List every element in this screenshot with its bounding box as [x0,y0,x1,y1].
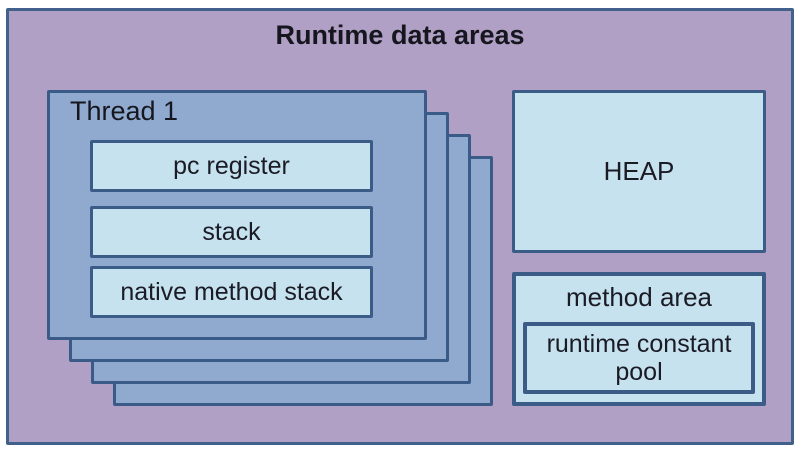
diagram-title: Runtime data areas [275,20,525,50]
pc-register-box: pc register [90,140,373,192]
runtime-constant-pool-box: runtime constant pool [523,322,755,394]
stack-box: stack [90,206,373,258]
native-method-stack-box: native method stack [90,266,373,318]
thread-label: Thread 1 [70,96,179,126]
method-area-label: method area [566,282,712,312]
heap-box: HEAP [512,90,766,253]
